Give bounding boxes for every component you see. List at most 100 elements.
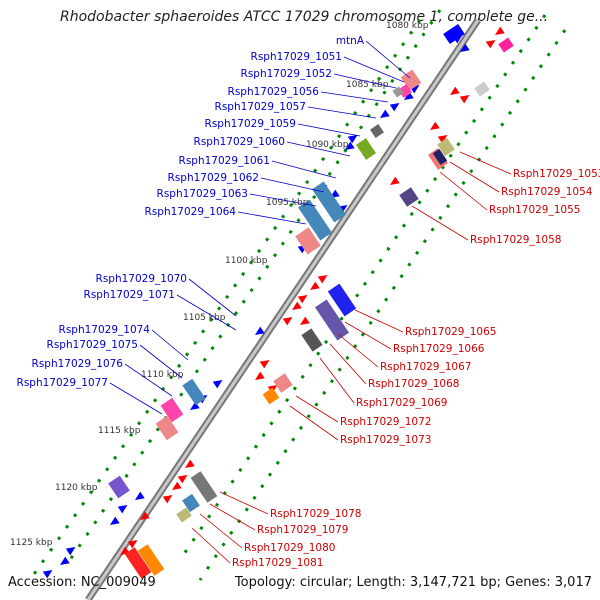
forward-gene-14: [259, 359, 270, 369]
reverse-gene-block-c: [312, 181, 346, 223]
reverse-gene-8: [345, 141, 355, 150]
right-gene-label-14: Rsph17029_1080: [244, 542, 335, 554]
forward-gene-20: [162, 494, 173, 504]
left-label-leader-14: [151, 329, 189, 361]
forward-gene-8: [317, 274, 328, 284]
kbp-tick-label-4: 1095 kbp: [266, 198, 309, 208]
forward-gene-block-b: [474, 81, 490, 97]
left-label-leader-1: [365, 40, 411, 79]
forward-gene-block-k: [262, 387, 280, 405]
left-gene-label-8: Rsph17029_1061: [179, 155, 270, 167]
genome-summary-text: Topology: circular; Length: 3,147,721 bp…: [234, 575, 592, 590]
left-gene-label-1: mtnA: [336, 35, 365, 47]
right-gene-label-6: Rsph17029_1066: [393, 343, 485, 355]
forward-gene-19: [172, 481, 182, 490]
forward-gene-block-p: [124, 547, 152, 579]
forward-gene-block-a: [498, 37, 514, 53]
kbp-tick-label-9: 1120 kbp: [55, 483, 98, 493]
left-gene-label-5: Rsph17029_1057: [215, 101, 306, 113]
left-label-leader-8: [271, 160, 337, 179]
accession-text: Accession: NC_009049: [8, 575, 156, 590]
forward-gene-block-i: [301, 328, 323, 352]
backbone-line: [86, 19, 480, 600]
kbp-tick-label-5: 1100 kbp: [225, 256, 268, 266]
left-label-leader-11: [237, 211, 307, 225]
right-label-leader-9: [319, 357, 355, 404]
forward-gene-13: [300, 316, 310, 325]
kbp-tick-label-2: 1085 kbp: [346, 80, 389, 90]
right-gene-label-10: Rsph17029_1072: [340, 416, 431, 428]
left-gene-label-15: Rsph17029_1075: [47, 339, 138, 351]
forward-gene-17: [185, 459, 195, 468]
right-gene-label-15: Rsph17029_1081: [232, 557, 323, 569]
reverse-gene-5: [389, 102, 400, 112]
forward-gene-block-l: [190, 471, 218, 503]
forward-gene-2: [485, 39, 496, 49]
right-label-leader-1: [459, 151, 512, 175]
forward-gene-block-j: [273, 373, 293, 393]
forward-gene-1: [495, 26, 505, 35]
left-gene-label-17: Rsph17029_1077: [17, 377, 108, 389]
right-label-leader-13: [209, 503, 256, 531]
forward-gene-block-h: [327, 283, 357, 317]
right-gene-label-8: Rsph17029_1068: [368, 378, 459, 390]
left-gene-label-7: Rsph17029_1060: [194, 136, 285, 148]
reverse-gene-23: [42, 569, 53, 579]
right-label-leader-2: [449, 161, 500, 193]
right-label-leader-11: [289, 405, 339, 441]
left-gene-label-10: Rsph17029_1063: [157, 188, 248, 200]
reverse-gene-block-l: [398, 84, 412, 98]
left-label-leader-17: [109, 382, 163, 415]
right-label-leader-12: [219, 491, 269, 515]
right-label-leader-8: [329, 343, 367, 385]
forward-gene-6: [437, 134, 448, 144]
reverse-gene-block-f: [160, 397, 184, 423]
forward-gene-3: [450, 86, 460, 95]
right-label-leader-3: [439, 171, 488, 211]
reverse-gene-block-i: [355, 138, 377, 160]
right-gene-label-7: Rsph17029_1067: [380, 361, 471, 373]
right-gene-label-3: Rsph17029_1055: [489, 204, 580, 216]
forward-gene-10: [297, 294, 308, 304]
reverse-gene-block-d: [182, 378, 206, 406]
left-label-leader-15: [139, 344, 183, 379]
reverse-gene-19: [117, 504, 128, 514]
forward-gene-block-e: [432, 148, 448, 166]
kbp-tick-label-8: 1115 kbp: [98, 426, 141, 436]
reverse-gene-4: [404, 91, 414, 100]
reverse-gene-18: [135, 491, 145, 500]
right-gene-label-13: Rsph17029_1079: [257, 524, 348, 536]
reverse-gene-20: [110, 516, 120, 525]
left-label-leader-6: [297, 123, 361, 137]
forward-gene-block-o: [137, 544, 165, 576]
feature-layer: [42, 23, 514, 579]
forward-gene-7: [390, 176, 400, 185]
right-gene-label-11: Rsph17029_1073: [340, 434, 431, 446]
track-layer: [28, 9, 567, 600]
left-label-leader-16: [124, 363, 173, 397]
right-label-leader-15: [191, 527, 231, 564]
reverse-gene-7: [347, 134, 358, 144]
left-label-leader-4: [320, 91, 389, 103]
reverse-gene-16: [190, 401, 200, 410]
forward-gene-22: [127, 539, 138, 549]
left-gene-label-16: Rsph17029_1076: [32, 358, 124, 370]
forward-gene-block-c: [437, 137, 455, 157]
right-gene-label-5: Rsph17029_1065: [405, 326, 496, 338]
right-gene-label-2: Rsph17029_1054: [501, 186, 593, 198]
right-label-leader-7: [337, 333, 379, 368]
reverse-gene-block-j: [370, 124, 384, 138]
left-label-leader-5: [307, 106, 377, 119]
left-gene-label-14: Rsph17029_1074: [59, 324, 151, 336]
forward-gene-18: [177, 474, 188, 484]
forward-gene-block-f: [399, 187, 419, 207]
reverse-gene-block-h: [108, 475, 130, 499]
reverse-gene-21: [65, 546, 76, 556]
reverse-gene-14: [255, 326, 265, 335]
left-label-leader-7: [286, 141, 351, 157]
reverse-gene-2: [460, 43, 470, 52]
forward-gene-block-m: [182, 493, 200, 513]
forward-gene-block-n: [176, 507, 192, 523]
